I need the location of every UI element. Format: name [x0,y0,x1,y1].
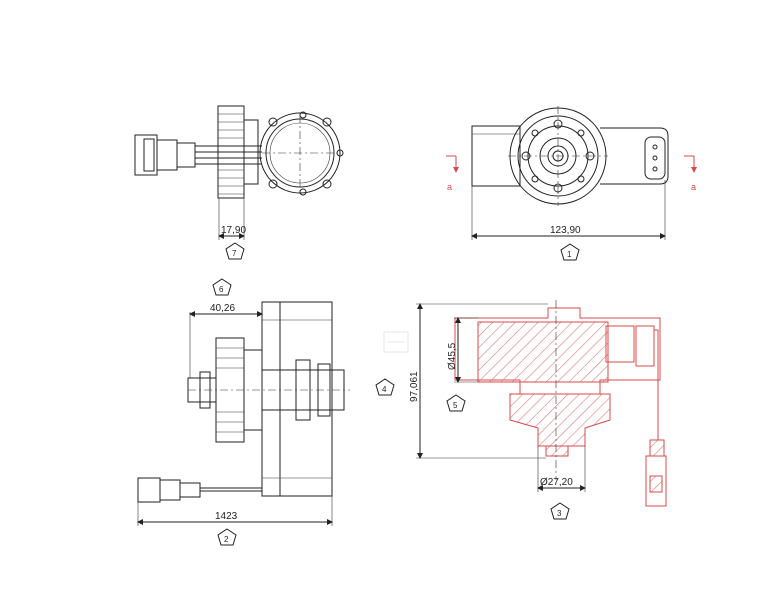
dim-bottom-left-length: 1423 [215,511,238,522]
section-marker-right: a [684,155,697,192]
svg-text:a: a [447,182,452,192]
section-marker-left: a [446,155,459,192]
callout-4: 4 [375,378,395,396]
view-top-left: 17,90 [134,105,344,240]
callouts: 7 1 6 4 5 2 3 [212,242,580,546]
svg-text:1: 1 [567,250,572,259]
dim-bottom-right-height: 97,061 [409,371,420,402]
svg-text:6: 6 [219,285,224,294]
callout-5: 5 [446,394,466,412]
callout-6: 6 [212,278,232,296]
svg-text:a: a [691,182,696,192]
svg-text:4: 4 [382,385,387,394]
callout-1: 1 [560,243,580,261]
svg-text:3: 3 [557,509,562,518]
dim-top-left-width: 17,90 [221,225,246,236]
dim-top-right-length: 123,90 [550,225,581,236]
watermark [383,331,409,353]
view-bottom-right: 97,061 Ø45,5 Ø27,20 [409,300,667,507]
callout-3: 3 [550,502,570,520]
dim-bottom-right-port: Ø27,20 [540,477,573,488]
dim-bottom-right-diameter: Ø45,5 [447,342,458,370]
view-top-right: a a 123,90 [446,106,697,240]
view-bottom-left: 40,26 1423 [137,301,350,526]
callout-2: 2 [217,528,237,546]
svg-text:7: 7 [232,249,237,258]
svg-text:2: 2 [224,535,229,544]
svg-text:5: 5 [453,401,458,410]
dim-side-length: 40,26 [210,303,235,314]
callout-7: 7 [225,242,245,260]
